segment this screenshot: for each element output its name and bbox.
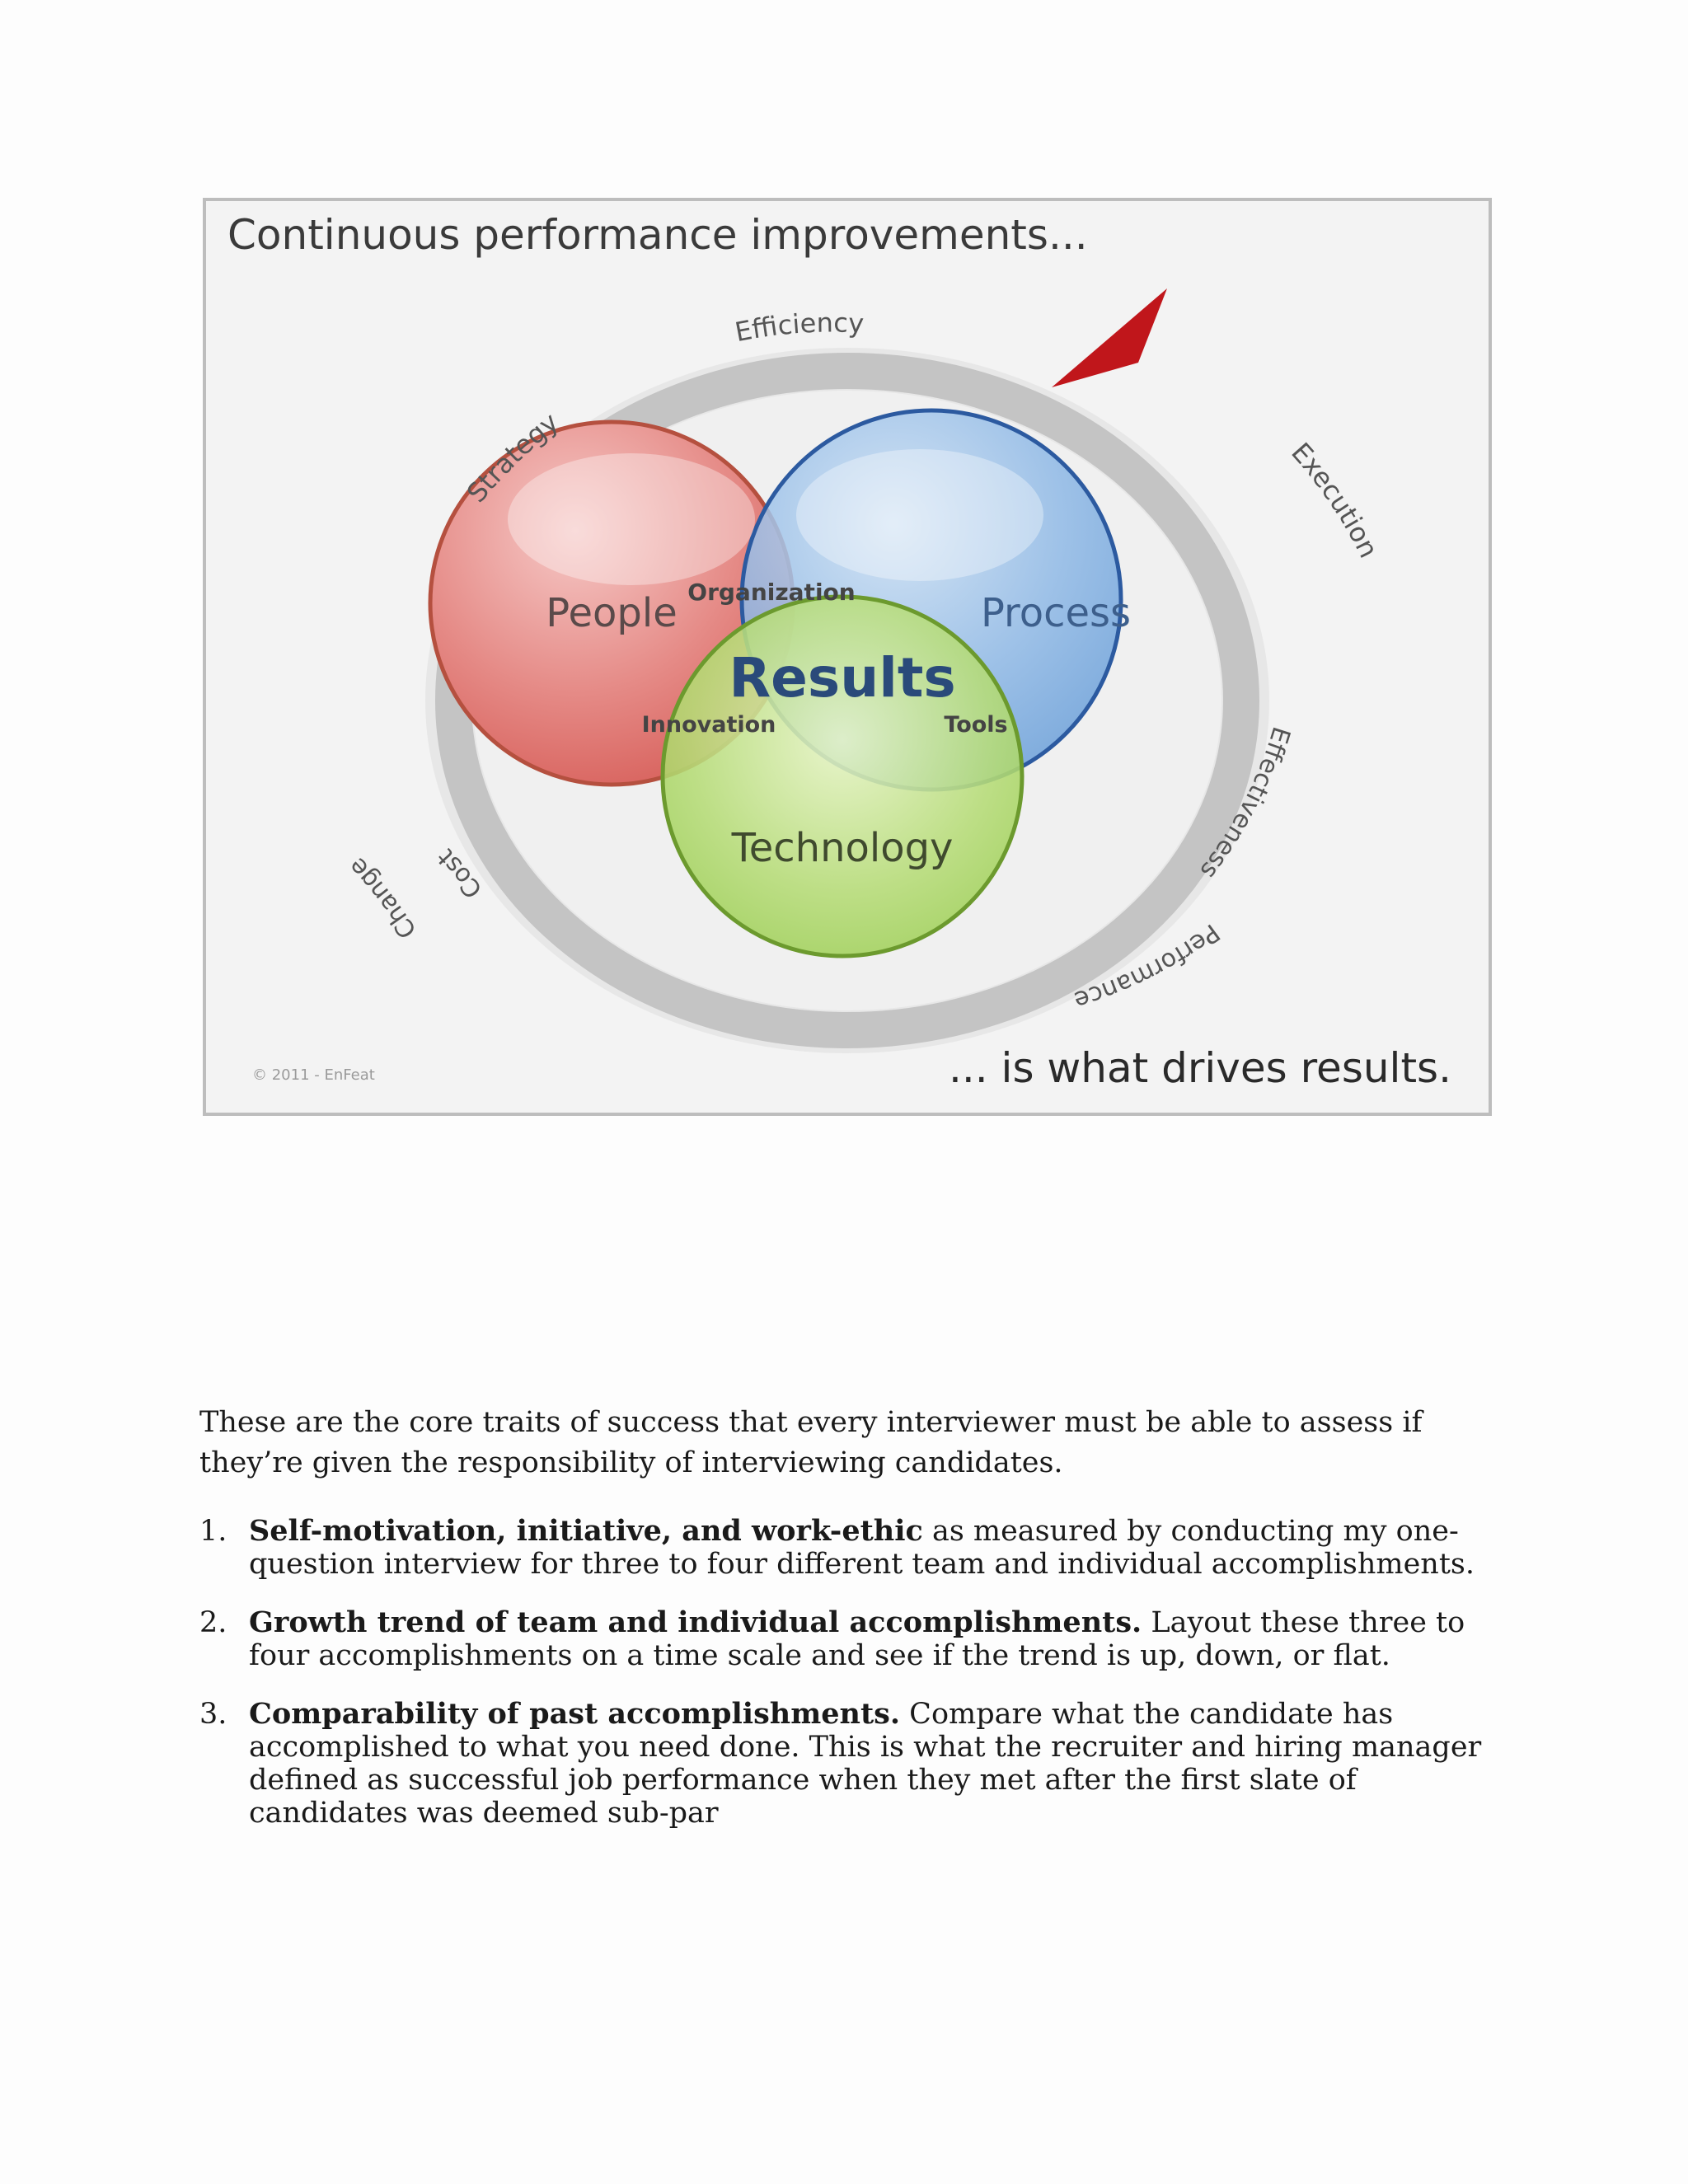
arrow-head-icon: [1052, 288, 1167, 387]
list-item: 1. Self-motivation, initiative, and work…: [199, 1514, 1518, 1582]
list-item-lead: Self-motivation, initiative, and work-et…: [249, 1514, 923, 1548]
overlap-label-tools: Tools: [944, 712, 1007, 738]
list-item: 2. Growth trend of team and individual a…: [199, 1605, 1518, 1673]
overlap-label-organization: Organization: [687, 579, 855, 606]
people-gloss: [508, 453, 755, 585]
list-item-lead: Comparability of past accomplishments.: [249, 1697, 901, 1731]
list-item-text: Layout these three to four accomplishmen…: [249, 1606, 1465, 1672]
list-item-lead: Growth trend of team and individual acco…: [249, 1605, 1142, 1639]
traits-list: 1. Self-motivation, initiative, and work…: [199, 1515, 1518, 1855]
circle-label-technology: Technology: [731, 825, 954, 871]
circle-label-process: Process: [981, 590, 1131, 636]
list-item-number: 2.: [199, 1606, 227, 1639]
list-item-number: 3.: [199, 1698, 227, 1731]
figure-title: Continuous performance improvements...: [227, 211, 1088, 259]
figure-footer: ... is what drives results.: [949, 1044, 1451, 1092]
circle-label-people: People: [546, 590, 677, 636]
intro-paragraph: These are the core traits of success tha…: [199, 1406, 1423, 1479]
figure-copyright: © 2011 - EnFeat: [252, 1066, 375, 1084]
process-gloss: [796, 449, 1043, 581]
cycle-ring: [435, 353, 1259, 1048]
center-label-results: Results: [729, 646, 955, 710]
overlap-label-innovation: Innovation: [642, 712, 776, 738]
list-item-text: as measured by conducting my one-questio…: [249, 1515, 1475, 1581]
performance-diagram-svg: Continuous performance improvements... .…: [203, 198, 1492, 1116]
technology-circle: [660, 594, 1025, 958]
list-item-text: Compare what the candidate has accomplis…: [249, 1698, 1482, 1830]
list-item-number: 1.: [199, 1515, 227, 1548]
list-item: 3. Comparability of past accomplishments…: [199, 1698, 1518, 1830]
performance-diagram: Continuous performance improvements... .…: [203, 198, 1492, 1116]
